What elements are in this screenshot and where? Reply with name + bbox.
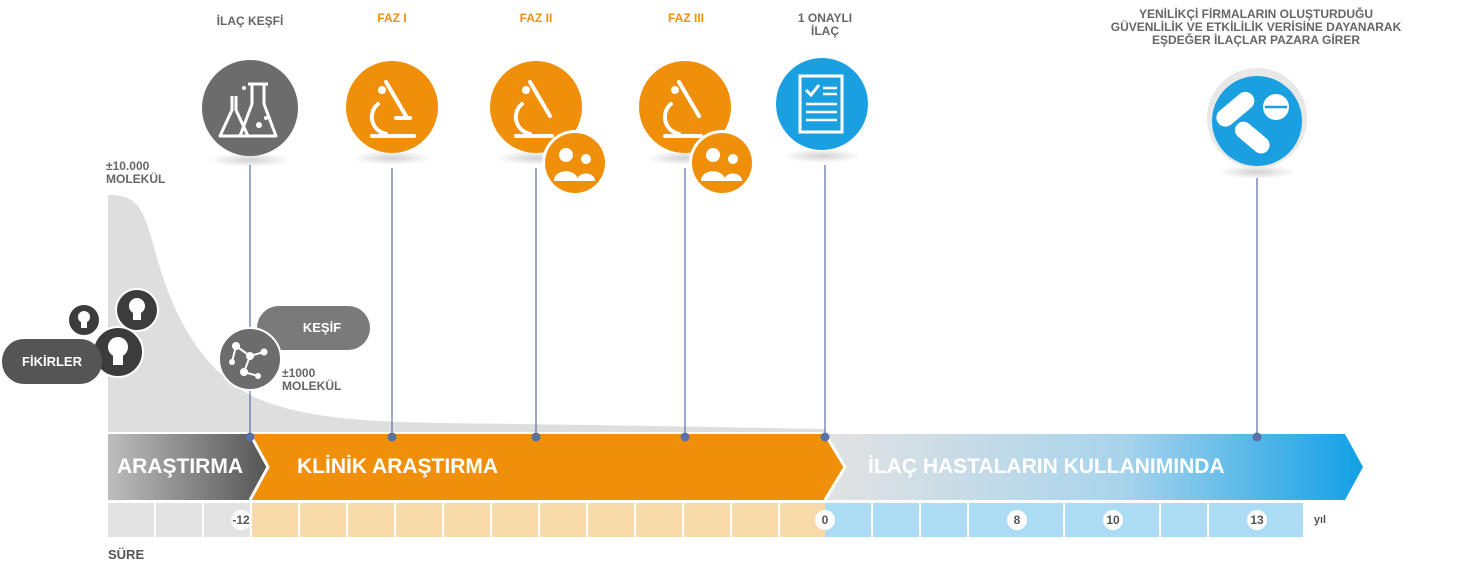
label-approved: 1 ONAYLI İLAÇ [770, 12, 880, 38]
connector-dot-approved [820, 432, 830, 442]
clinical-stage-band [250, 434, 845, 500]
approved-document-icon [776, 58, 868, 163]
flask-icon [202, 60, 298, 167]
timeline-grid [108, 503, 1303, 537]
microscope-icon [346, 61, 438, 165]
tick-label-minus12: -12 [232, 513, 250, 527]
label-molecules-10000-line2: MOLEKÜL [106, 172, 166, 186]
stage-patients-label: İLAÇ HASTALARIN KULLANIMINDA [868, 455, 1225, 478]
connector-dot-phase1 [387, 432, 397, 442]
label-phase1: FAZ I [377, 11, 407, 25]
tick-marker-13 [1247, 510, 1267, 530]
label-generics-line1: YENİLİKÇİ FİRMALARIN OLUŞTURDUĞU [1139, 7, 1373, 21]
stage-research-label: ARAŞTIRMA [117, 455, 243, 478]
molecule-icon [218, 327, 282, 391]
label-phase3: FAZ III [668, 11, 704, 25]
label-molecules-10000-line1: ±10.000 [106, 159, 150, 173]
timeline-axis-label: SÜRE [108, 547, 145, 562]
pills-icon [1207, 68, 1307, 179]
label-generics-line3: EŞDEĞER İLAÇLAR PAZARA GİRER [1151, 33, 1360, 47]
label-generics: YENİLİKÇİ FİRMALARIN OLUŞTURDUĞU GÜVENLİ… [1046, 8, 1463, 47]
connector-dot-phase2 [531, 432, 541, 442]
tick-label-10: 10 [1106, 513, 1120, 527]
connector-dot-generic [1252, 432, 1262, 442]
discovery-pill [257, 306, 370, 350]
stage-clinical-label: KLİNİK ARAŞTIRMA [297, 455, 499, 478]
ideas-pill [2, 339, 102, 384]
label-molecules-1000-line1: ±1000 [282, 366, 316, 380]
lightbulb-icons [67, 288, 159, 378]
patients-group-icon [542, 130, 608, 196]
connector-dot-phase3 [680, 432, 690, 442]
ideas-label: FİKİRLER [22, 354, 82, 369]
tick-label-0: 0 [821, 513, 829, 527]
patients-stage-band [825, 434, 1363, 500]
molecule-funnel [108, 195, 825, 432]
research-stage-band [108, 434, 268, 500]
tick-marker-minus12 [231, 510, 251, 530]
label-molecules-10000: ±10.000 MOLEKÜL [106, 160, 165, 186]
label-approved-line1: 1 ONAYLI [797, 11, 853, 25]
label-generics-line2: GÜVENLİLİK VE ETKİLİLİK VERİSİNE DAYANAR… [1110, 20, 1402, 34]
milestone-connectors [249, 165, 1258, 437]
tick-marker-10 [1103, 510, 1123, 530]
tick-marker-8 [1007, 510, 1027, 530]
discovery-label: KEŞİF [302, 320, 342, 335]
tick-label-13: 13 [1250, 513, 1264, 527]
label-drug-discovery: İLAÇ KEŞFİ [216, 14, 284, 28]
label-molecules-1000: ±1000 MOLEKÜL [282, 367, 341, 393]
timeline-unit: yıl [1313, 514, 1327, 526]
timeline-tick-markers [231, 510, 1267, 530]
label-molecules-1000-line2: MOLEKÜL [282, 379, 342, 393]
patients-group-icon [689, 130, 755, 196]
connector-dot-discovery [245, 432, 255, 442]
label-approved-line2: İLAÇ [811, 24, 839, 38]
label-phase2: FAZ II [519, 11, 553, 25]
tick-marker-0 [815, 510, 835, 530]
tick-label-8: 8 [1013, 513, 1021, 527]
